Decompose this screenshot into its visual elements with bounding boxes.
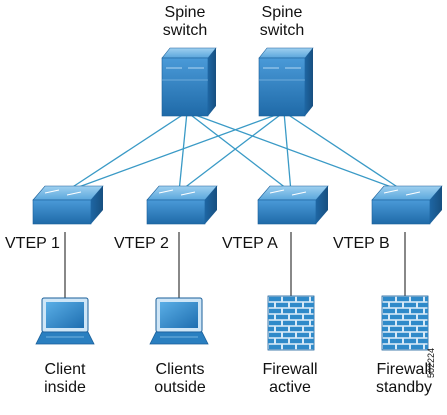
vtepB-label: VTEP B [333, 235, 390, 252]
firewall-icon [267, 295, 315, 351]
leaf-switch-icon [32, 185, 104, 225]
clients-outside-line2: outside [154, 379, 206, 396]
firewall-active-label: Firewall active [250, 361, 330, 397]
links-layer [64, 111, 406, 193]
spine1-label-line1: Spine [164, 4, 206, 21]
firewall-active-line2: active [269, 379, 311, 396]
clients-outside-line1: Clients [155, 361, 205, 378]
firewall-standby-label: Firewall standby [364, 361, 444, 397]
spine2-label-line1: Spine [261, 4, 303, 21]
link-spine2-vtepA [283, 111, 292, 193]
vtepA-label: VTEP A [222, 235, 278, 252]
firewall-icon [381, 295, 429, 351]
access-links [64, 232, 406, 300]
firewall-standby-line1: Firewall [376, 361, 432, 378]
link-spine2-vtep2 [178, 111, 285, 193]
leaf-switch-icon [371, 185, 443, 225]
firewall-active-line1: Firewall [262, 361, 318, 378]
firewall-standby-line2: standby [375, 379, 433, 396]
link-spine2-vtepB [283, 111, 406, 193]
laptop-icon [35, 297, 95, 345]
spine-switch-icon [161, 47, 217, 117]
vtep1-label: VTEP 1 [5, 235, 60, 252]
vtep2-label: VTEP 2 [114, 235, 169, 252]
client-inside-line2: inside [44, 379, 86, 396]
client-inside-label: Client inside [30, 361, 100, 397]
spine-switch-icon [258, 47, 314, 117]
client-inside-line1: Client [44, 361, 86, 378]
link-spine1-vtep1 [64, 111, 188, 193]
spine1-label-line2: switch [162, 22, 208, 39]
link-spine1-vtep2 [178, 111, 188, 193]
figure-id: 502224 [426, 348, 436, 379]
spine1-label: Spine switch [152, 4, 218, 40]
laptop-icon [149, 297, 209, 345]
spine2-label-line2: switch [259, 22, 305, 39]
link-spine2-vtep1 [64, 111, 285, 193]
clients-outside-label: Clients outside [142, 361, 218, 397]
link-spine1-vtepA [186, 111, 292, 193]
spine2-label: Spine switch [249, 4, 315, 40]
leaf-switch-icon [257, 185, 329, 225]
leaf-switch-icon [146, 185, 218, 225]
link-spine1-vtepB [186, 111, 406, 193]
